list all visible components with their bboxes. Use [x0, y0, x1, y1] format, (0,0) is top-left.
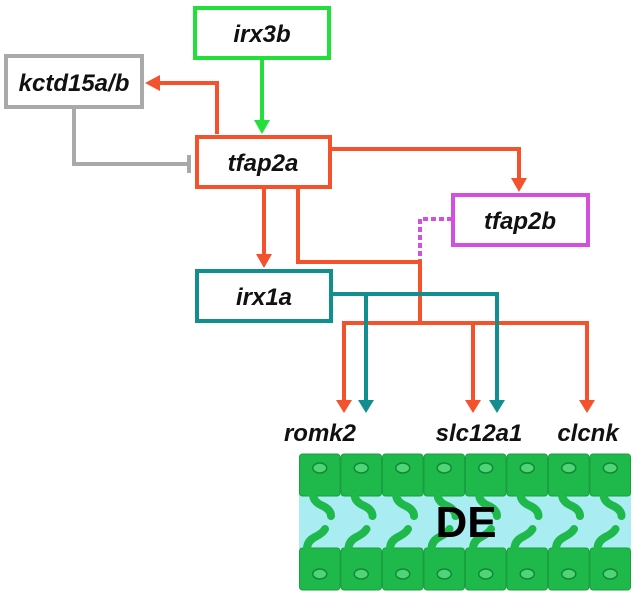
edge-tfap2a-tfap2b: [330, 147, 527, 192]
node-kctd15[interactable]: kctd15a/b: [4, 54, 144, 109]
edge-tfap2a-irx1a: [256, 187, 272, 268]
distal-early-segment-epithelium: DE: [299, 453, 631, 591]
epithelial-cell-bottom: [548, 525, 590, 591]
edge-irx1a-targets: [331, 292, 505, 413]
epithelial-cell-top: [548, 453, 590, 520]
epithelial-cell-bottom: [340, 525, 382, 591]
epithelial-cell-bottom: [299, 525, 341, 591]
epithelial-cell-bottom: [589, 525, 631, 591]
edge-tfap2a-kctd15: [145, 75, 219, 134]
node-irx1a-label: irx1a: [236, 284, 292, 311]
node-irx3b[interactable]: irx3b: [193, 6, 331, 60]
epithelial-cell-bottom: [506, 525, 548, 591]
epithelial-cell-top: [506, 453, 548, 520]
node-irx3b-label: irx3b: [233, 21, 290, 48]
target-clcnk-label: clcnk: [557, 420, 620, 447]
epithelial-cell-top: [465, 453, 507, 520]
node-tfap2b-label: tfap2b: [484, 208, 556, 235]
target-slc12a1-label: slc12a1: [436, 420, 523, 447]
edge-tfap2b-dotted: [418, 217, 452, 262]
node-irx1a[interactable]: irx1a: [195, 269, 333, 323]
edge-irx3b-tfap2a: [254, 58, 270, 134]
target-romk2-label: romk2: [284, 420, 357, 447]
segment-label: DE: [435, 498, 496, 547]
epithelial-cell-top: [299, 453, 341, 520]
epithelial-cell-top: [382, 453, 424, 520]
epithelial-cell-bottom: [423, 525, 465, 591]
epithelial-cell-top: [423, 453, 465, 520]
node-tfap2a[interactable]: tfap2a: [195, 135, 332, 189]
node-tfap2a-label: tfap2a: [228, 150, 299, 177]
epithelial-cell-top: [340, 453, 382, 520]
edge-kctd15-inhibits-tfap2a: [72, 108, 191, 173]
epithelial-cell-bottom: [465, 525, 507, 591]
node-kctd15-label: kctd15a/b: [19, 70, 130, 97]
epithelial-cell-top: [589, 453, 631, 520]
node-tfap2b[interactable]: tfap2b: [451, 193, 590, 247]
epithelial-cell-bottom: [382, 525, 424, 591]
